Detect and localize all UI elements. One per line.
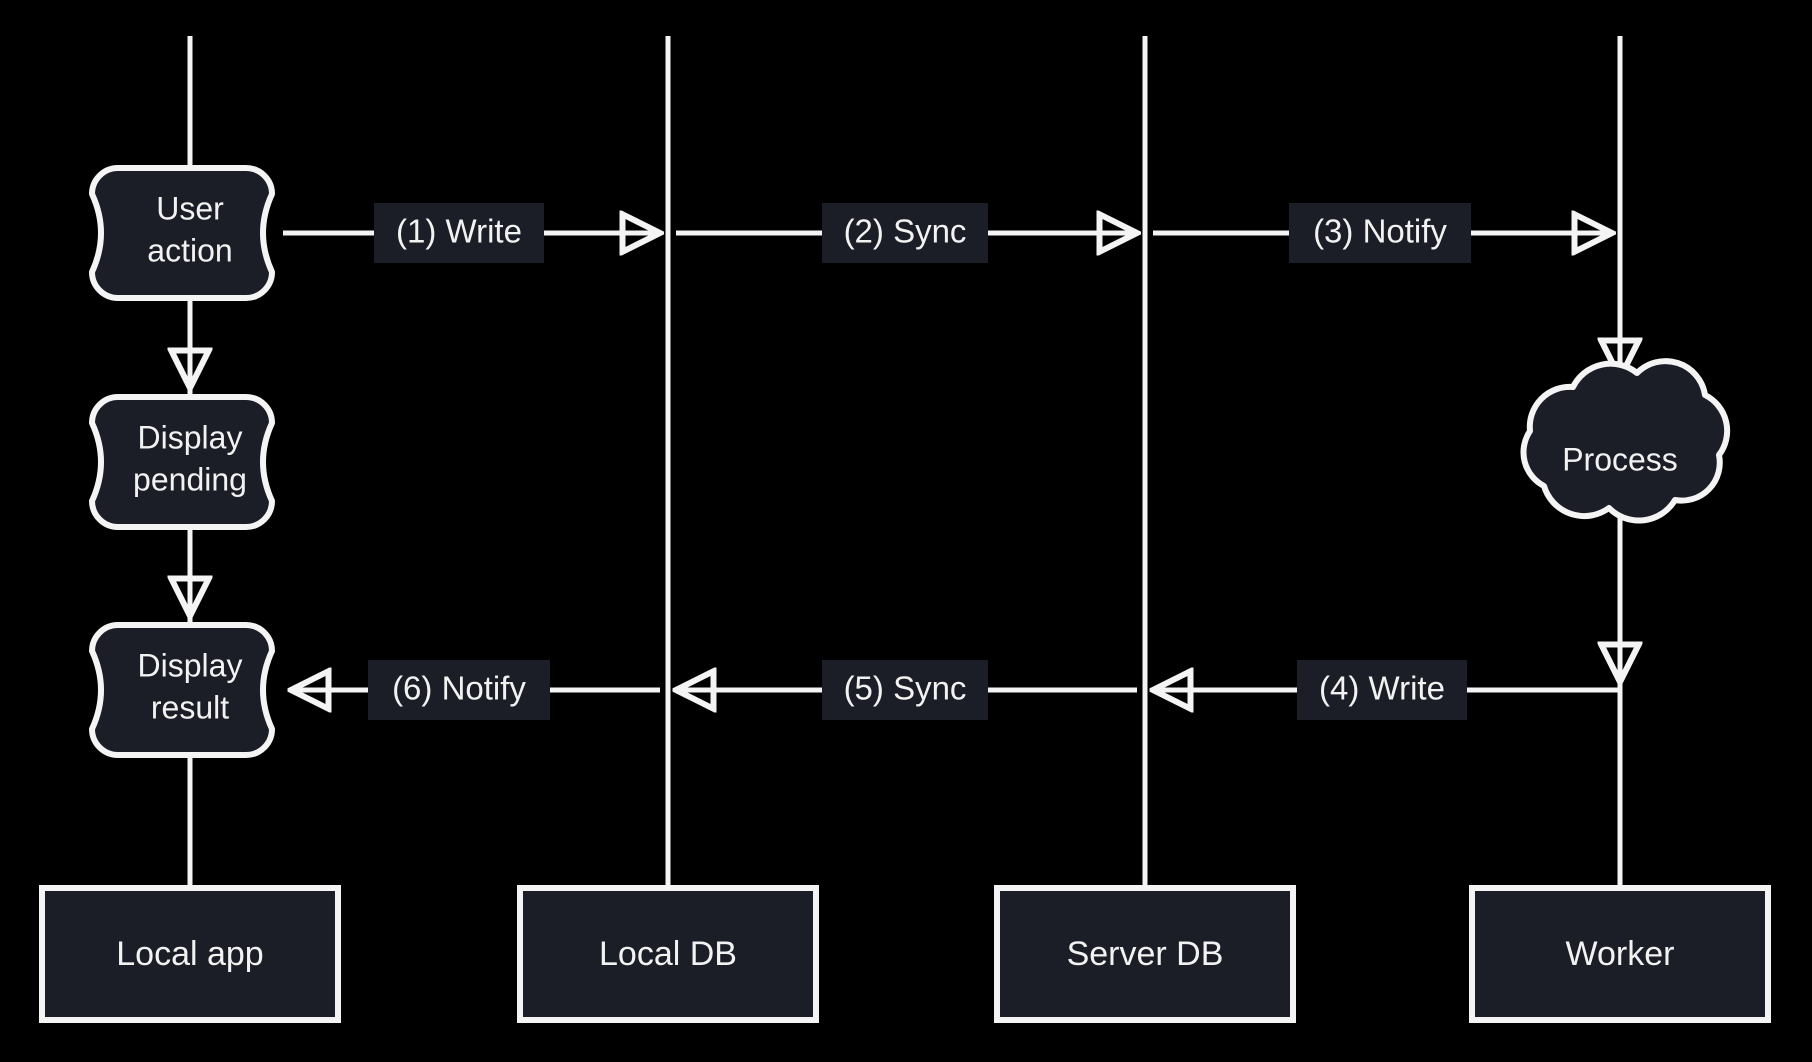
node-display-result[interactable]: Display result	[89, 622, 275, 758]
message-label-2-text: (2) Sync	[844, 213, 967, 250]
message-label-5[interactable]: (5) Sync	[822, 660, 988, 720]
node-process[interactable]: Process	[1520, 358, 1731, 524]
display-result-label-line2: result	[151, 689, 229, 725]
server-db-box	[994, 885, 1296, 1023]
message-label-6-bg	[368, 660, 550, 720]
worker-label: Worker	[1566, 935, 1675, 973]
server-db-label: Server DB	[1067, 935, 1224, 973]
display-pending-shape	[89, 394, 275, 530]
user-action-label-line1: User	[156, 190, 224, 226]
node-display-pending[interactable]: Display pending	[89, 394, 275, 530]
message-label-4-bg	[1297, 660, 1467, 720]
message-label-5-bg	[822, 660, 988, 720]
user-action-shape	[89, 165, 275, 301]
message-label-1[interactable]: (1) Write	[374, 203, 544, 263]
display-pending-label-line1: Display	[138, 419, 243, 455]
vertical-flow-arrows	[190, 240, 1620, 682]
process-label: Process	[1562, 441, 1678, 477]
participant-box-server-db[interactable]: Server DB	[994, 885, 1296, 1023]
message-label-1-bg	[374, 203, 544, 263]
message-label-3-text: (3) Notify	[1313, 213, 1447, 250]
message-label-5-text: (5) Sync	[844, 670, 967, 707]
display-result-label-line1: Display	[138, 647, 243, 683]
participant-box-local-db[interactable]: Local DB	[517, 885, 819, 1023]
message-label-4[interactable]: (4) Write	[1297, 660, 1467, 720]
message-label-6[interactable]: (6) Notify	[368, 660, 550, 720]
message-label-4-text: (4) Write	[1319, 670, 1445, 707]
worker-box	[1469, 885, 1771, 1023]
display-result-shape	[89, 622, 275, 758]
message-label-2-bg	[822, 203, 988, 263]
node-user-action[interactable]: User action	[89, 165, 275, 301]
message-label-3-bg	[1289, 203, 1471, 263]
message-label-1-text: (1) Write	[396, 213, 522, 250]
local-db-label: Local DB	[599, 935, 737, 973]
local-db-box	[517, 885, 819, 1023]
participant-box-local-app[interactable]: Local app	[39, 885, 341, 1023]
user-action-label-line2: action	[147, 232, 232, 268]
local-app-label: Local app	[116, 935, 263, 973]
process-cloud-shape	[1520, 358, 1731, 524]
participant-box-worker[interactable]: Worker	[1469, 885, 1771, 1023]
lifelines	[187, 36, 1623, 888]
message-label-2[interactable]: (2) Sync	[822, 203, 988, 263]
display-pending-label-line2: pending	[133, 461, 247, 497]
message-label-3[interactable]: (3) Notify	[1289, 203, 1471, 263]
local-app-box	[39, 885, 341, 1023]
message-label-6-text: (6) Notify	[392, 670, 526, 707]
